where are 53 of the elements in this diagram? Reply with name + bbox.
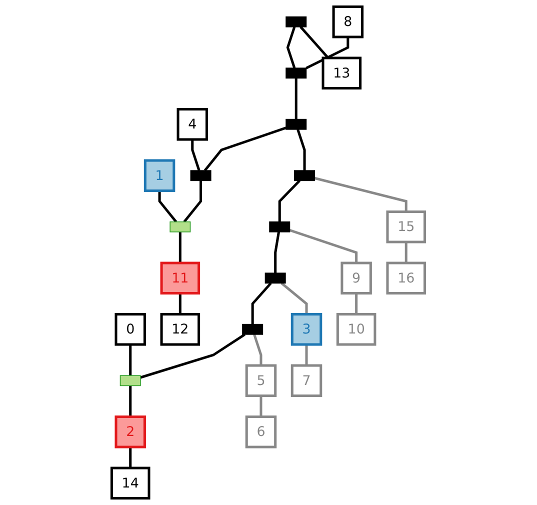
node-box	[190, 170, 212, 182]
connector	[129, 447, 132, 468]
node-box: 10	[336, 313, 376, 346]
connector	[204, 126, 287, 172]
connector	[306, 36, 350, 70]
connector	[253, 334, 262, 366]
node-box: 7	[291, 364, 322, 398]
connector	[179, 293, 182, 314]
node-box: 5	[246, 364, 277, 398]
connector	[184, 180, 202, 223]
node-box	[269, 221, 290, 232]
node-box	[286, 118, 307, 130]
node-box: 1	[144, 159, 176, 192]
node-box: 0	[115, 313, 146, 346]
connector	[405, 242, 408, 263]
node-box: 3	[291, 313, 322, 346]
connector	[129, 344, 132, 376]
node-box: 14	[110, 466, 150, 500]
node-box: 11	[160, 262, 200, 294]
connector	[306, 344, 308, 366]
node-box	[120, 375, 142, 386]
connector	[140, 333, 246, 379]
node-box	[242, 324, 264, 335]
connector	[296, 129, 306, 171]
node-box: 13	[322, 56, 362, 90]
node-box	[286, 16, 307, 28]
connector	[252, 282, 272, 324]
node-box	[286, 68, 307, 79]
connector	[158, 190, 178, 223]
connector	[300, 26, 330, 59]
connector	[260, 396, 262, 417]
node-box: 9	[340, 262, 372, 294]
connector	[314, 176, 408, 212]
node-box: 16	[386, 262, 426, 294]
node-box: 6	[246, 416, 277, 448]
connector	[179, 232, 182, 263]
connector	[286, 26, 296, 68]
node-box: 8	[332, 5, 364, 38]
connector	[295, 78, 298, 120]
node-box: 12	[160, 313, 200, 346]
node-box: 4	[177, 108, 208, 141]
connector	[274, 232, 280, 274]
connector	[191, 139, 201, 171]
connector	[280, 282, 308, 314]
connector	[355, 293, 358, 314]
connector	[129, 386, 132, 417]
node-box: 15	[386, 210, 426, 244]
node-box	[170, 221, 191, 232]
node-box	[265, 272, 286, 284]
connector	[290, 229, 358, 263]
node-box: 2	[115, 416, 146, 448]
node-box	[294, 170, 316, 182]
connector	[278, 180, 301, 222]
